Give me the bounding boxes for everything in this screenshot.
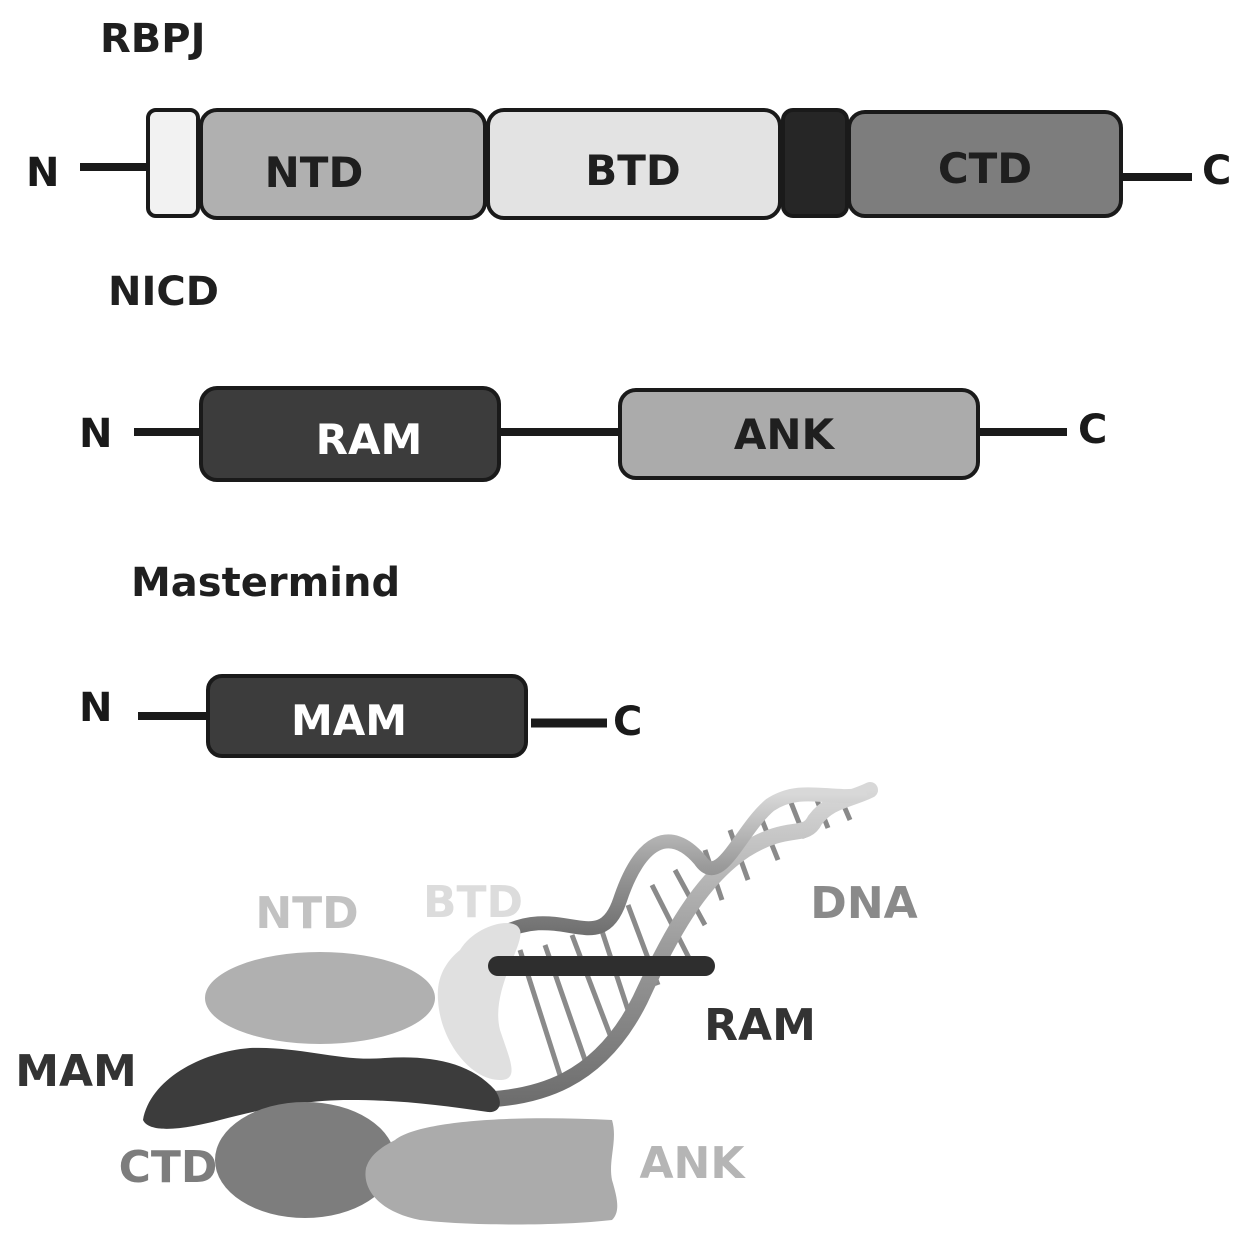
dna-strand-lower	[462, 782, 878, 1108]
complex-ntd-shape	[205, 952, 435, 1044]
rbpj-ntd-domain	[199, 108, 487, 220]
complex-mam-shape	[143, 1047, 500, 1129]
rbpj-dark-linker-box	[781, 108, 849, 218]
complex-ank-label: ANK	[640, 1138, 747, 1189]
complex-ctd-label: CTD	[119, 1142, 218, 1193]
complex-btd-shape	[437, 922, 521, 1080]
complex-ram-label: RAM	[704, 1000, 816, 1051]
rbpj-n-terminal-box	[146, 108, 200, 218]
mastermind-mam-domain	[206, 674, 528, 758]
nicd-n-terminal: N	[79, 411, 112, 457]
dna-helix	[462, 782, 878, 1108]
complex-ank-shape	[365, 1118, 618, 1225]
rbpj-btd-label: BTD	[585, 146, 681, 195]
mastermind-protein: Mastermind N MAM C	[79, 560, 642, 758]
complex-mam-label: MAM	[15, 1046, 137, 1097]
rbpj-title: RBPJ	[100, 16, 206, 62]
nicd-ram-label: RAM	[316, 415, 423, 464]
complex-ctd-shape	[215, 1102, 395, 1218]
nicd-title: NICD	[108, 269, 219, 315]
mastermind-n-terminal: N	[79, 685, 112, 731]
rbpj-ntd-label: NTD	[265, 148, 364, 197]
rbpj-btd-domain	[486, 108, 782, 220]
mastermind-c-terminal: C	[613, 699, 642, 745]
rbpj-n-terminal: N	[26, 150, 59, 196]
dna-strand-upper	[493, 787, 867, 942]
rbpj-ctd-domain	[847, 110, 1123, 218]
rbpj-c-terminal: C	[1202, 148, 1231, 194]
complex-btd-label: BTD	[423, 877, 523, 928]
mastermind-mam-label: MAM	[291, 696, 407, 745]
mastermind-title: Mastermind	[131, 560, 400, 606]
rbpj-ctd-label: CTD	[938, 144, 1032, 193]
rbpj-protein: RBPJ N NTD BTD CTD C	[26, 16, 1231, 220]
nicd-protein: NICD N RAM ANK C	[79, 269, 1107, 482]
complex-ntd-label: NTD	[255, 888, 358, 939]
complex-illustration: NTD BTD RAM DNA MAM CTD ANK	[15, 782, 918, 1225]
nicd-ank-label: ANK	[734, 410, 836, 459]
complex-dna-label: DNA	[810, 878, 917, 929]
nicd-c-terminal: C	[1078, 407, 1107, 453]
